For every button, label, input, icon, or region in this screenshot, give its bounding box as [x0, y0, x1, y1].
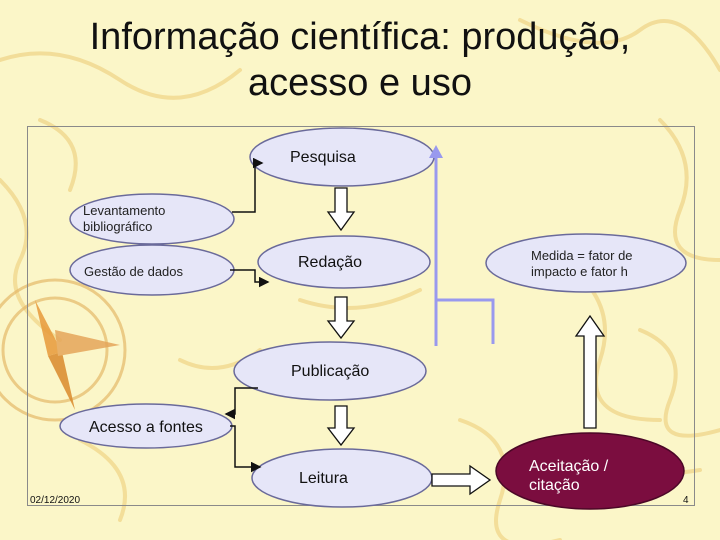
block-arrow-aceitacao-medida [574, 314, 606, 429]
title-line-1: Informação científica: produção, [89, 16, 631, 58]
title-line-2: acesso e uso [248, 62, 472, 104]
node-redacao [257, 235, 431, 289]
label-acesso: Acesso a fontes [89, 419, 203, 436]
label-aceitacao: Aceitação / citação [529, 458, 609, 494]
label-leitura: Leitura [299, 470, 348, 487]
connector-publicacao-acesso [224, 387, 258, 420]
node-publicacao [233, 341, 427, 401]
label-medida: Medida = fator de impacto e fator h [531, 248, 633, 279]
block-arrow-publicacao-leitura [326, 405, 356, 447]
node-levantamento [69, 193, 235, 245]
feedback-arrowhead [429, 145, 443, 158]
node-aceitacao [495, 432, 685, 510]
label-redacao: Redação [298, 254, 363, 271]
block-arrow-pesquisa-redacao [326, 187, 356, 232]
label-gestao: Gestão de dados [84, 264, 184, 279]
block-arrow-leitura-aceitacao [431, 464, 492, 496]
connector-gestao-redacao [230, 269, 270, 288]
label-pesquisa: Pesquisa [290, 149, 356, 166]
block-arrow-redacao-publicacao [326, 296, 356, 340]
page-title: Informação científica: produção, acesso … [40, 14, 680, 106]
connector-levantamento-pesquisa [232, 157, 264, 213]
label-publicacao: Publicação [291, 363, 370, 380]
node-medida [485, 233, 687, 293]
footer-page-number: 4 [683, 495, 689, 506]
footer-date: 02/12/2020 [30, 495, 81, 506]
feedback-line [434, 298, 495, 346]
connector-acesso-leitura [230, 425, 262, 473]
label-levantamento: Levantamento bibliográfico [83, 203, 166, 234]
